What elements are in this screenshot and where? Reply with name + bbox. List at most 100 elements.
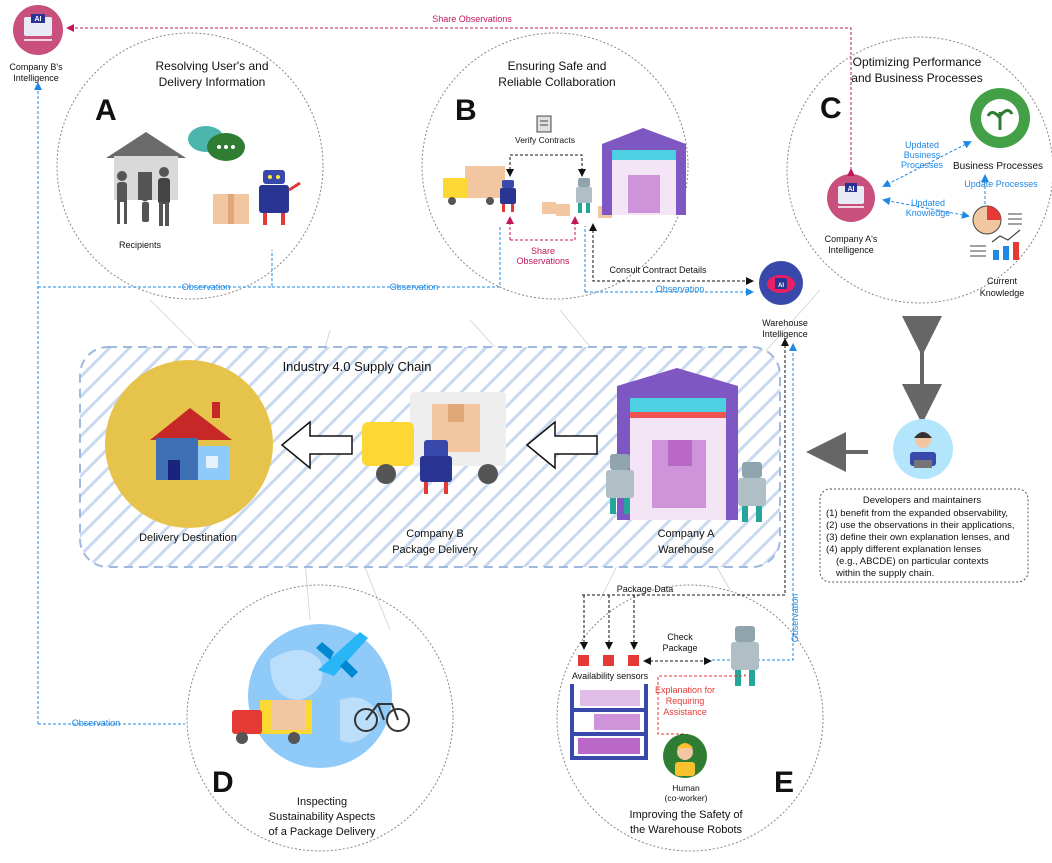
- circle-letter-c: C: [820, 92, 842, 125]
- contract-document-icon: [536, 115, 552, 133]
- updated-bp-label-1: Updated: [905, 140, 939, 150]
- explanation-label-1: Explanation for: [655, 685, 715, 695]
- circle-letter-e: E: [774, 766, 794, 799]
- verify-contracts-label: Verify Contracts: [515, 135, 575, 145]
- truck-small-d-icon: [232, 700, 312, 744]
- availability-sensor-icons: [578, 655, 639, 666]
- company-b-ai-badge: AI: [35, 16, 42, 23]
- company-b-ai-icon: [13, 5, 63, 55]
- circle-b-title-1: Ensuring Safe and: [508, 59, 607, 73]
- company-b-truck-icon: [362, 392, 506, 494]
- company-b-label-2: Package Delivery: [392, 544, 478, 556]
- warehouse-robot-e-icon: [731, 626, 759, 686]
- human-label-1: Human: [672, 783, 700, 793]
- warehouse-robot-small-icon: [576, 178, 592, 213]
- share-observations-top-label: Share Observations: [432, 14, 512, 24]
- company-b-truck-small-icon: [443, 166, 505, 205]
- supply-chain-title: Industry 4.0 Supply Chain: [283, 359, 432, 374]
- consult-contract-label: Consult Contract Details: [609, 265, 707, 275]
- company-a-intel-label-2: Intelligence: [828, 245, 874, 255]
- developer-line-2: (2) use the observations in their applic…: [826, 520, 1015, 531]
- warehouse-small-icon: [602, 128, 686, 215]
- left-arrow-icon: [280, 420, 353, 470]
- warehouse-ai-icon: [759, 261, 803, 305]
- company-b-intel-label-1: Company B's: [9, 62, 63, 72]
- circle-e-title-2: the Warehouse Robots: [630, 824, 743, 836]
- delivery-destination-icon: [105, 360, 273, 528]
- company-a-ai-icon: [827, 174, 875, 222]
- circle-d-title-1: Inspecting: [297, 796, 347, 808]
- package-data-arrow: [582, 338, 789, 596]
- warehouse-robot-left-icon: [606, 454, 634, 514]
- shelf-icon: [570, 684, 648, 760]
- company-a-ai-badge: AI: [848, 186, 855, 193]
- company-a-label-1: Company A: [658, 528, 716, 540]
- bicycle-icon: [354, 703, 410, 732]
- explanation-label-3: Assistance: [663, 707, 707, 717]
- circle-b-title-2: Reliable Collaboration: [498, 75, 615, 89]
- observation-label-d: Observation: [72, 718, 121, 728]
- company-b-label-1: Company B: [406, 528, 463, 540]
- circle-a-title-2: Delivery Information: [159, 75, 266, 89]
- explanation-arrow: [657, 674, 746, 742]
- delivery-destination-label: Delivery Destination: [139, 532, 237, 544]
- developer-heading: Developers and maintainers: [863, 495, 982, 506]
- sensors-label: Availability sensors: [572, 671, 649, 681]
- verify-arrow: [506, 154, 586, 177]
- circle-e-title-1: Improving the Safety of: [629, 809, 743, 821]
- observation-label-left: Observation: [182, 282, 231, 292]
- explanation-label-2: Requiring: [666, 696, 705, 706]
- circle-letter-b: B: [455, 94, 477, 127]
- developer-box: [819, 488, 1029, 583]
- consult-contract-arrow: [589, 223, 754, 285]
- chat-bubbles-icon: [188, 126, 245, 161]
- circle-letter-d: D: [212, 766, 234, 799]
- company-a-warehouse-icon: [617, 368, 738, 520]
- share-observations-top-arrow: [66, 24, 855, 176]
- developer-line-5: (e.g., ABCDE) on particular contexts: [836, 556, 989, 567]
- developer-line-6: within the supply chain.: [835, 568, 934, 579]
- b-share-label-1: Share: [531, 246, 555, 256]
- circle-d-title-2: Sustainability Aspects: [269, 811, 376, 823]
- check-package-label-1: Check: [667, 632, 693, 642]
- developer-line-1: (1) benefit from the expanded observabil…: [826, 508, 1008, 519]
- circle-a-title-1: Resolving User's and: [155, 59, 268, 73]
- packages-small-icon: [542, 202, 612, 218]
- package-box-icon: [213, 194, 249, 224]
- warehouse-intel-label-2: Intelligence: [762, 329, 808, 339]
- observation-label-mid: Observation: [390, 282, 439, 292]
- updated-bp-label-2: Business: [904, 150, 941, 160]
- observation-label-e: Observation: [790, 594, 800, 643]
- circle-d-title-3: of a Package Delivery: [269, 826, 376, 838]
- delivery-robot-icon: [259, 170, 301, 225]
- recipients-label: Recipients: [119, 240, 162, 250]
- developer-line-4: (4) apply different explanation lenses: [826, 544, 981, 555]
- current-knowledge-chart-icon: [970, 205, 1022, 260]
- company-b-intel-label-2: Intelligence: [13, 73, 59, 83]
- current-knowledge-label-2: Knowledge: [980, 288, 1025, 298]
- updated-knowledge-label-2: Knowledge: [906, 208, 951, 218]
- human-label-2: (co-worker): [665, 793, 708, 803]
- current-knowledge-label-1: Current: [987, 276, 1018, 286]
- developer-lines: (1) benefit from the expanded observabil…: [826, 508, 1015, 579]
- updated-bp-label-3: Processes: [901, 160, 944, 170]
- delivery-robot-small-icon: [500, 180, 516, 212]
- check-package-label-2: Package: [662, 643, 697, 653]
- observation-label-b: Observation: [656, 284, 705, 294]
- update-processes-label: Update Processes: [964, 179, 1038, 189]
- airplane-icon: [316, 632, 368, 678]
- left-arrow-icon-2: [525, 420, 598, 470]
- business-process-gear-icon: [970, 88, 1030, 148]
- developer-avatar-icon: [893, 419, 953, 479]
- developer-line-3: (3) define their own explanation lenses,…: [826, 532, 1010, 543]
- circle-c-title-1: Optimizing Performance: [853, 55, 982, 69]
- circle-c-title-2: and Business Processes: [851, 71, 982, 85]
- package-data-drops: [580, 595, 638, 650]
- circle-letter-a: A: [95, 94, 117, 127]
- company-a-label-2: Warehouse: [658, 544, 714, 556]
- package-data-label: Package Data: [617, 584, 674, 594]
- business-processes-label: Business Processes: [953, 161, 1043, 172]
- company-a-intel-label-1: Company A's: [825, 234, 878, 244]
- warehouse-intel-label-1: Warehouse: [762, 318, 808, 328]
